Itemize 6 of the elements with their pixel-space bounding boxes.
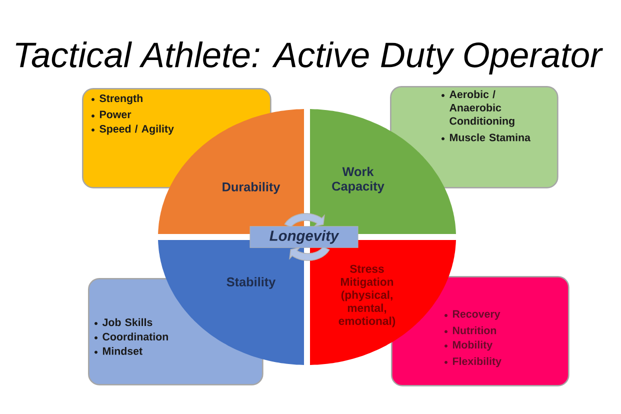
list-item: Job Skills: [102, 318, 152, 326]
list-item: Strength: [100, 94, 142, 104]
list-item: Mindset: [102, 347, 142, 355]
list-item: Power: [100, 110, 132, 118]
center-box: Longevity: [250, 226, 358, 248]
title: Tactical Athlete: Active Duty Operator: [16, 42, 604, 74]
